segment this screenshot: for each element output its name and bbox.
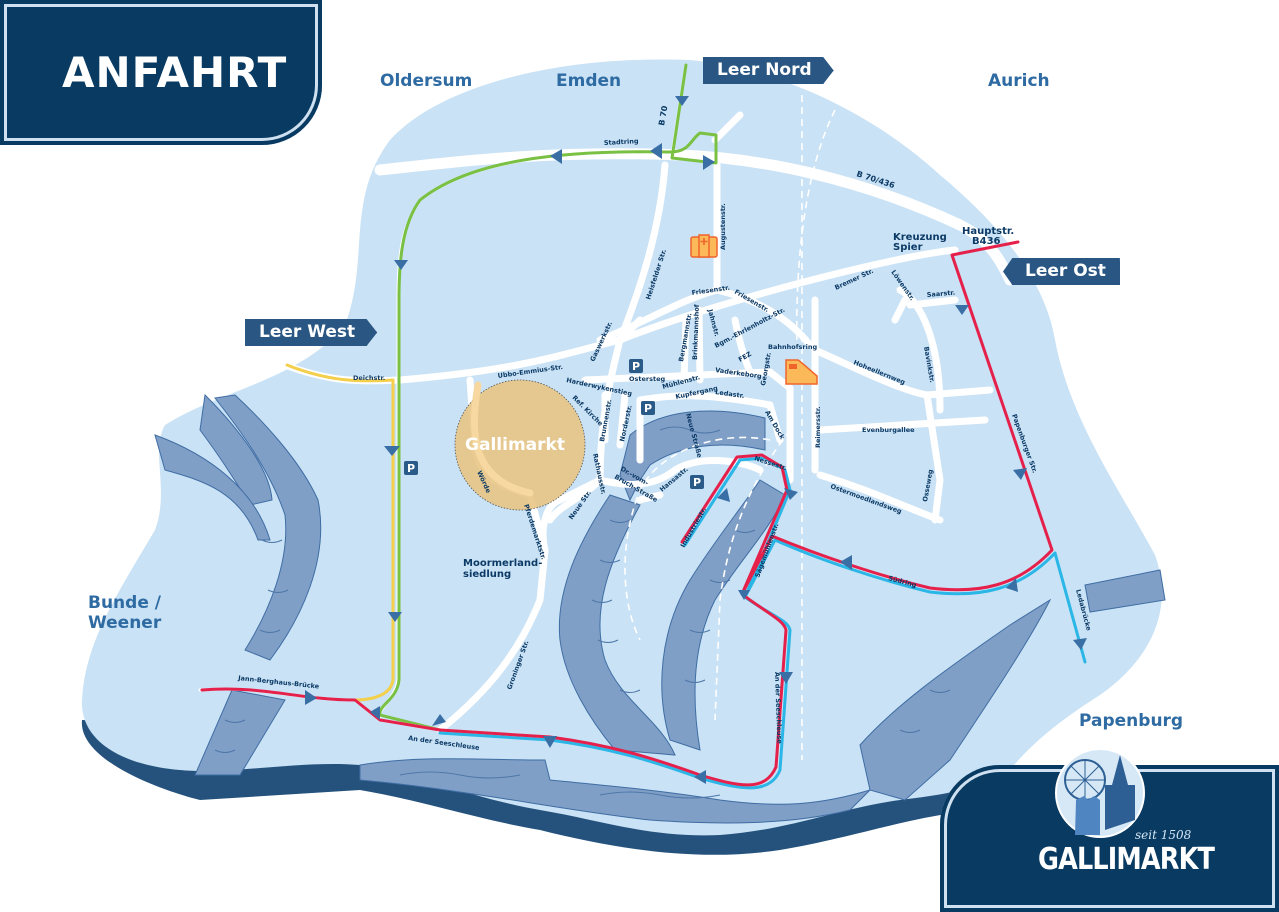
district-label: B436 [972, 236, 1001, 247]
direction-arrow-icon [550, 149, 562, 164]
venue-label: Gallimarkt [465, 435, 565, 455]
street-label: Brinkmannshof [691, 304, 701, 360]
direction-arrow-icon [840, 555, 852, 570]
direction-arrow-icon [394, 260, 408, 270]
district-label: Kreuzung [893, 232, 947, 243]
sign-leer-ost: Leer Ost [1003, 258, 1120, 285]
city-label-bunde: Bunde / [88, 593, 162, 613]
direction-arrow-icon [388, 612, 402, 622]
city-label-emden: Emden [556, 71, 621, 91]
direction-arrow-icon [1073, 638, 1087, 650]
district-label: siedlung [463, 569, 511, 580]
street-label: Ostersteg [629, 375, 666, 383]
logo-since: seit 1508 [1135, 828, 1192, 842]
street-label: Evenburgallee [862, 426, 915, 434]
direction-arrow-icon [955, 305, 969, 315]
direction-arrow-icon [432, 714, 446, 726]
hospital-icon [690, 234, 718, 258]
direction-arrow-icon [384, 446, 400, 456]
city-label-aurich: Aurich [988, 71, 1050, 91]
sign-leer-west: Leer West [245, 319, 378, 346]
parking-icon: P [404, 461, 418, 475]
page-title: ANFAHRT [62, 48, 288, 97]
direction-arrows [305, 96, 1087, 784]
river-system [154, 393, 1166, 824]
svg-text:P: P [632, 360, 640, 373]
svg-text:P: P [407, 462, 415, 475]
direction-arrow-icon [675, 96, 689, 106]
street-label: B 70 [657, 105, 669, 127]
city-label-oldersum: Oldersum [380, 71, 472, 91]
street-label: Deichstr. [353, 374, 385, 382]
train-station-icon [785, 359, 818, 385]
railway [624, 95, 836, 760]
parking-icon: P [690, 475, 704, 489]
parking-icon: P [641, 401, 655, 415]
logo-panel [940, 765, 1279, 912]
district-label: Hauptstr. [962, 226, 1014, 237]
direction-arrow-icon [1013, 468, 1027, 480]
svg-text:P: P [644, 402, 652, 415]
venue-road [470, 381, 534, 497]
district-label: Spier [893, 242, 923, 253]
svg-text:P: P [693, 476, 701, 489]
direction-arrow-icon [305, 690, 317, 705]
direction-arrow-icon [779, 672, 793, 684]
direction-arrow-icon [784, 488, 798, 500]
direction-arrow-icon [370, 706, 380, 720]
direction-arrow-icon [738, 590, 750, 600]
street-label: An der Seeschleuse [773, 672, 784, 745]
routes [198, 63, 1087, 790]
street-label: Augustenstr. [719, 203, 727, 250]
street-label: Bahnhofsring [768, 343, 817, 351]
direction-arrow-icon [1006, 578, 1018, 592]
street-label: Saarstr. [926, 289, 955, 299]
parking-icon: P [629, 359, 643, 373]
direction-arrow-icon [694, 770, 706, 784]
gallimarkt-venue-area[interactable] [454, 379, 586, 511]
direction-arrow-icon [703, 155, 715, 170]
street-label: Reimersstr. [814, 406, 822, 448]
title-banner [0, 0, 322, 145]
sign-leer-nord: Leer Nord [703, 57, 834, 84]
direction-arrow-icon [650, 143, 662, 159]
direction-arrow-icon [717, 488, 730, 502]
street-label: Stadtring [604, 137, 639, 147]
logo-name: GALLIMARKT [1038, 842, 1215, 877]
district-label: Moormerland- [463, 558, 542, 569]
city-label-papenburg: Papenburg [1079, 711, 1183, 731]
direction-arrow-icon [543, 736, 557, 748]
city-label-weener: Weener [88, 613, 162, 633]
